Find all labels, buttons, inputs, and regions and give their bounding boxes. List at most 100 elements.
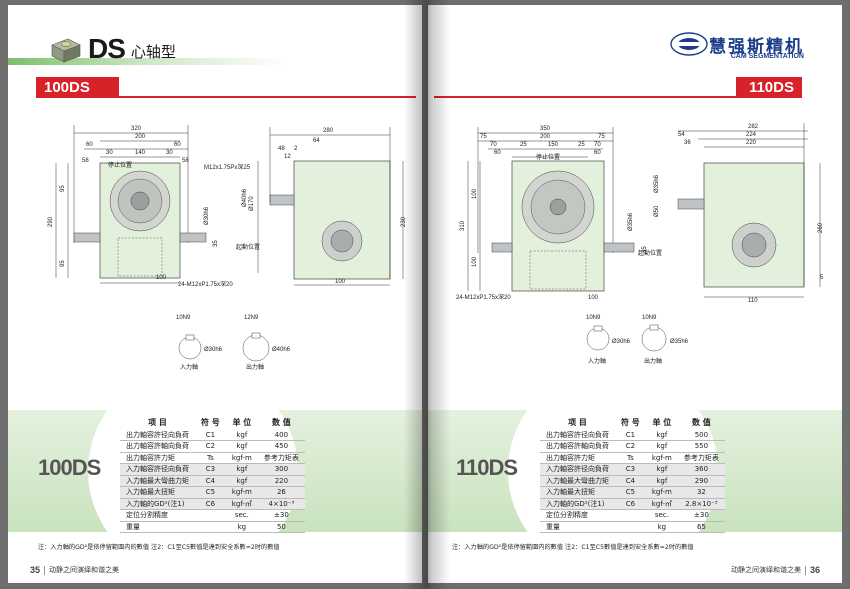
table-cell: kgf: [645, 440, 678, 453]
dim-text: 60: [86, 142, 93, 148]
table-cell: 550: [677, 440, 725, 453]
dim-text: 220: [746, 140, 757, 146]
dim-text: 200: [540, 134, 551, 140]
table-cell: kgf: [225, 475, 258, 487]
start-position-label: 起動位置: [638, 249, 662, 257]
table-cell: kgf-㎡: [225, 498, 258, 510]
table-cell: C2: [195, 440, 226, 453]
table-cell: 26: [257, 486, 305, 499]
dim-text: 70: [594, 142, 601, 148]
table-cell: 出力軸容許力矩: [540, 452, 615, 464]
table-cell: 重量: [540, 521, 615, 533]
dim-text: 310: [460, 220, 466, 231]
dim-text: Ø30h6: [204, 206, 210, 225]
dim-text: 30: [106, 150, 113, 156]
key-width-output: 10N9: [642, 315, 657, 321]
table-cell: C1: [615, 429, 646, 441]
drawing-110ds: 350 75 200 75 70 25 150 25 70 60 60 停止位置…: [456, 123, 824, 365]
series-code: DS: [88, 33, 126, 64]
dim-text: 140: [135, 150, 146, 156]
page-number: 36: [809, 565, 820, 575]
table-footnote: 注：入力軸的GD²是依停留範圍内的數值 注2：C1至C5數值是達到安全系數=2时…: [38, 544, 280, 551]
dim-text: Ø170: [249, 196, 255, 211]
table-cell: Ts: [615, 452, 646, 464]
table-cell: kgf-m: [225, 452, 258, 464]
table-cell: ±30: [677, 509, 725, 522]
table-cell: kgf: [645, 463, 678, 476]
dim-text: 290: [48, 216, 54, 227]
table-cell: 出力軸容許径向負荷: [120, 429, 195, 441]
column-header: 项 目: [568, 417, 587, 427]
dim-text: 100: [156, 275, 167, 281]
dim-text: 58: [182, 158, 189, 164]
header-green-bar: [8, 58, 288, 65]
dim-text: 320: [131, 126, 142, 132]
table-cell: 出力軸容許力矩: [120, 452, 195, 464]
dim-text: 110: [748, 298, 758, 304]
table-cell: kgf-m: [645, 452, 678, 464]
start-position-label: 起動位置: [236, 243, 260, 251]
dim-text: Ø35h6: [654, 174, 660, 193]
brand-name-cn: 慧强斯精机: [709, 36, 804, 57]
table-cell: 32: [677, 486, 725, 499]
stop-position-label: 停止位置: [108, 161, 132, 169]
footer-divider: [44, 565, 46, 575]
page-number: 35: [30, 565, 41, 575]
table-cell: 290: [677, 475, 725, 487]
output-shaft-label: 出力軸: [246, 363, 264, 371]
page-footer-left: 35 动静之间演绎和谐之美: [30, 565, 119, 575]
brand-mark-icon: [670, 32, 708, 56]
table-cell: C3: [615, 463, 646, 476]
stop-position-label: 停止位置: [536, 153, 560, 161]
dim-text: 35: [213, 240, 219, 247]
table-cell: C6: [195, 498, 226, 510]
dim-text: 100: [335, 279, 346, 285]
dim-text: 280: [323, 128, 334, 134]
brand-logo: 慧强斯精机 CAM SEGMENTATION: [669, 31, 804, 60]
dim-text: 282: [748, 124, 759, 130]
table-cell: 65: [677, 521, 725, 533]
dim-text: 100: [472, 188, 478, 199]
column-header: 符 号: [621, 417, 640, 427]
banner-rule: [36, 96, 416, 98]
table-cell: 出力軸容許軸向負荷: [120, 440, 195, 453]
output-shaft-dia: Ø35h6: [670, 339, 689, 345]
table-footnote: 注：入力軸的GD²是依停留範圍内的數值 注2：C1至C5數值是達到安全系數=2时…: [452, 544, 694, 551]
table-cell: ±30: [257, 509, 305, 522]
series-subtitle: 心轴型: [130, 42, 176, 61]
column-header: 数 值: [272, 417, 291, 427]
table-cell: 400: [257, 429, 305, 441]
thread-label-top: M12x1.75Px深25: [204, 163, 251, 171]
table-cell: 定位分割精度: [540, 509, 615, 522]
table-cell: [615, 509, 646, 522]
dim-text: 200: [135, 134, 146, 140]
dim-text: 75: [598, 134, 605, 140]
dim-text: 224: [746, 132, 757, 138]
table-cell: 50: [257, 521, 305, 533]
table-cell: C5: [195, 486, 226, 499]
dim-text: 64: [313, 138, 320, 144]
input-shaft-label: 入力軸: [588, 357, 606, 365]
table-cell: kgf: [225, 463, 258, 476]
key-width-input: 10N9: [586, 315, 601, 321]
table-row: 定位分割精度 sec.±30: [540, 509, 725, 522]
table-cell: Ts: [195, 452, 226, 464]
input-shaft-label: 入力軸: [180, 363, 198, 371]
footer-divider: [804, 565, 806, 575]
footer-slogan: 动静之间演绎和谐之美: [49, 566, 120, 574]
table-cell: sec.: [645, 509, 678, 522]
table-cell: 2.8×10⁻³: [677, 498, 725, 510]
output-shaft-label: 出力軸: [644, 357, 662, 365]
table-cell: C5: [615, 486, 646, 499]
table-model-label: 100DS: [38, 455, 101, 480]
table-cell: 360: [677, 463, 725, 476]
table-cell: C4: [195, 475, 226, 487]
